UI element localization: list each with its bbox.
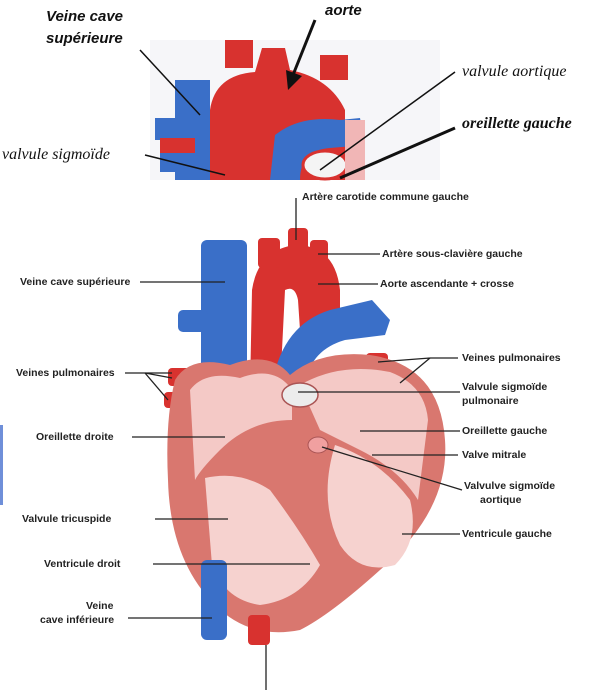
heart-body	[167, 354, 446, 633]
label-aorte: aorte	[325, 2, 362, 19]
label-ventricule-droit: Ventricule droit	[44, 558, 121, 570]
left-edge-bar	[0, 425, 3, 505]
label-valvule-sigm-pulm-2: pulmonaire	[462, 395, 519, 407]
label-veine-cave-sup: Veine cave supérieure	[20, 276, 131, 288]
descending-aorta	[248, 615, 270, 645]
top-aorte-arrow	[286, 19, 317, 90]
label-carotide: Artère carotide commune gauche	[302, 191, 469, 203]
label-oreillette-gauche: Oreillette gauche	[462, 425, 548, 437]
label-aorte-ascendante: Aorte ascendante + crosse	[380, 278, 514, 290]
label-valvule-sigmoide: valvule sigmoïde	[2, 146, 110, 163]
label-valve-mitrale: Valve mitrale	[462, 449, 527, 461]
label-valvule-sigm-pulm-1: Valvule sigmoïde	[462, 381, 548, 393]
top-pulmonary-trunk	[270, 118, 365, 181]
label-veine-cave-inf-1: Veine	[86, 600, 114, 612]
label-oreillette-droite: Oreillette droite	[36, 431, 114, 443]
label-veine-cave: Veine cave	[46, 8, 123, 25]
label-valvule-aort-2: aortique	[480, 494, 522, 506]
pulmonary-trunk	[272, 300, 390, 385]
leader-lines	[125, 198, 463, 690]
label-oreillette-gauche-top: oreillette gauche	[462, 115, 572, 132]
label-veine-cave-inf-2: cave inférieure	[40, 614, 115, 626]
vena-cava-superior	[178, 240, 247, 385]
label-valvule-aortique: valvule aortique	[462, 63, 567, 80]
label-valvule-tricuspide: Valvule tricuspide	[22, 513, 112, 525]
label-sous-claviere: Artère sous-clavière gauche	[382, 248, 523, 260]
vena-cava-inferior	[201, 560, 227, 640]
label-ventricule-gauche: Ventricule gauche	[462, 528, 552, 540]
label-veines-pulm-left: Veines pulmonaires	[16, 367, 115, 379]
top-leader-lines	[139, 49, 456, 180]
aorta-arch	[250, 228, 340, 390]
label-valvule-aort-1: Valvulve sigmoïde	[464, 480, 556, 492]
label-veines-pulm-right: Veines pulmonaires	[462, 352, 561, 364]
label-superieure: supérieure	[46, 30, 123, 47]
